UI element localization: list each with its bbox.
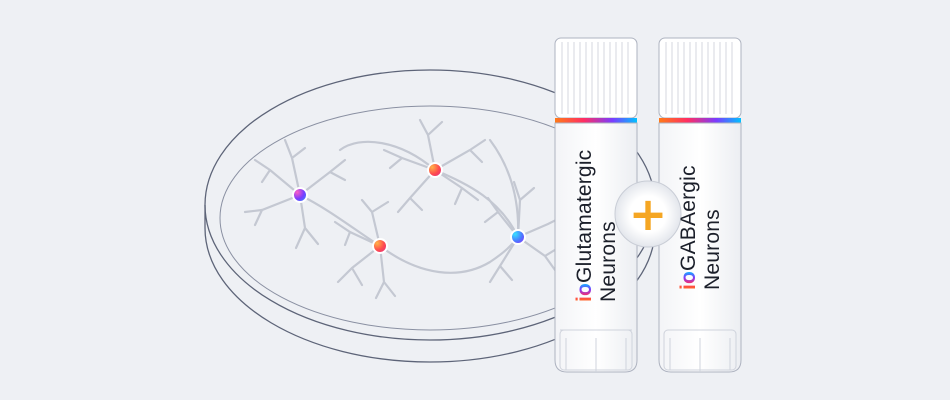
vial-glutamatergic — [554, 37, 638, 373]
brand-prefix: io — [573, 282, 596, 302]
vial-gabaergic — [658, 37, 742, 373]
product-name-line1: GABAergic — [677, 165, 700, 271]
vial-label-glutamatergic: ioGlutamatergic Neurons — [573, 150, 621, 302]
vial-label-gabaergic: ioGABAergic Neurons — [677, 165, 725, 290]
neuron-cell-bodies — [292, 162, 526, 254]
product-name-line2: Neurons — [701, 209, 724, 290]
plus-badge — [614, 180, 682, 248]
neuron-network — [243, 118, 562, 300]
plus-icon: + — [628, 187, 668, 241]
product-name-line2: Neurons — [597, 221, 620, 302]
product-name-line1: Glutamatergic — [573, 149, 596, 283]
brand-prefix: io — [677, 270, 700, 290]
